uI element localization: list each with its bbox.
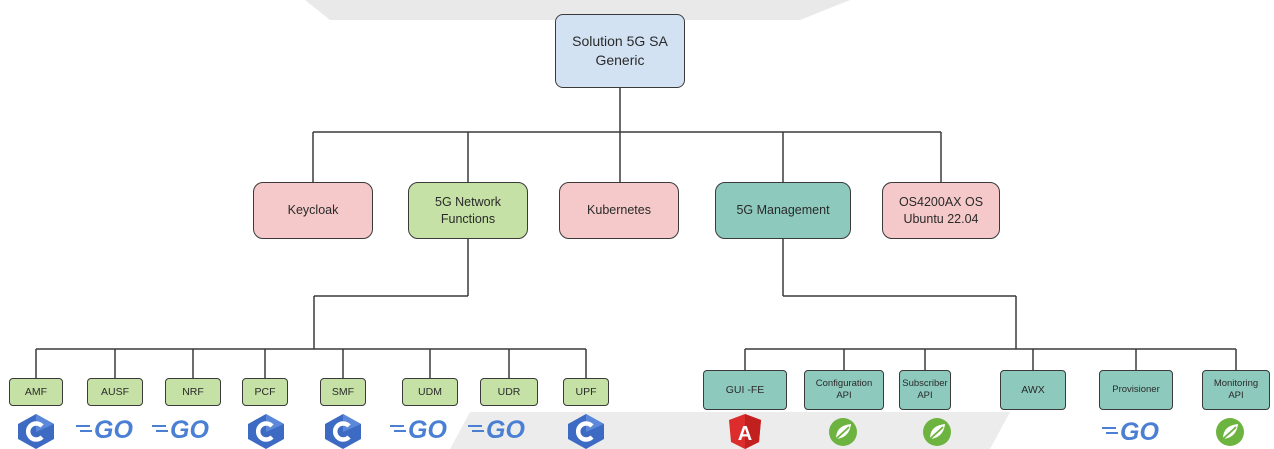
keycloak-label: Keycloak xyxy=(287,203,339,218)
mgmt-leaf-label-line-1: Configuration xyxy=(815,378,873,390)
management-node: 5G Management xyxy=(715,182,851,239)
nf-leaf-label: AMF xyxy=(24,385,48,398)
mgmt-leaf-subscriber-api: Subscriber API xyxy=(899,370,951,410)
nf-leaf-label: UDM xyxy=(418,385,442,398)
network-functions-node: 5G Network Functions xyxy=(408,182,528,239)
nf-leaf-smf: SMF xyxy=(320,378,366,406)
nf-leaf-label: PCF xyxy=(254,385,276,398)
go-logo-text: GO xyxy=(1120,418,1159,446)
go-logo-text: GO xyxy=(486,416,525,444)
root-label-line-2: Generic xyxy=(595,52,645,68)
mgmt-leaf-label-line-2: API xyxy=(1228,390,1244,401)
angular-icon: A xyxy=(729,414,761,449)
spring-icon xyxy=(1216,418,1244,446)
nf-leaf-amf: AMF xyxy=(9,378,63,406)
mgmt-leaf-label: Provisioner xyxy=(1112,384,1160,396)
network-functions-label-line-1: 5G Network xyxy=(435,194,501,209)
nf-leaf-udm: UDM xyxy=(402,378,458,406)
nf-leaf-label: NRF xyxy=(182,385,204,398)
mgmt-leaf-provisioner: Provisioner xyxy=(1099,370,1173,410)
tree-connectors xyxy=(35,88,1237,378)
go-language-icon: GO xyxy=(1102,418,1159,446)
mgmt-leaf-configuration-api: Configuration API xyxy=(804,370,884,410)
nf-leaf-pcf: PCF xyxy=(242,378,288,406)
nf-leaf-nrf: NRF xyxy=(165,378,221,406)
management-label: 5G Management xyxy=(736,203,830,218)
network-functions-label-line-2: Functions xyxy=(440,211,496,226)
nf-leaf-label: UDR xyxy=(497,385,521,398)
mgmt-leaf-label: AWX xyxy=(1021,383,1045,396)
mgmt-leaf-label-line-1: Subscriber xyxy=(902,378,948,390)
mgmt-leaf-label-line-2: API xyxy=(917,390,933,401)
nf-leaf-udr: UDR xyxy=(480,378,538,406)
os-label-line-1: OS4200AX OS xyxy=(898,194,984,209)
kubernetes-node: Kubernetes xyxy=(559,182,679,239)
mgmt-leaf-gui-fe: GUI -FE xyxy=(703,370,787,410)
c-language-icon xyxy=(325,414,361,449)
go-language-icon: GO xyxy=(390,416,447,444)
mgmt-leaf-monitoring-api: Monitoring API xyxy=(1202,370,1270,410)
kubernetes-label: Kubernetes xyxy=(587,203,651,218)
mgmt-leaf-label: GUI -FE xyxy=(725,383,765,396)
root-label-line-1: Solution 5G SA xyxy=(572,33,668,50)
c-language-icon xyxy=(248,414,284,449)
go-logo-text: GO xyxy=(94,416,133,444)
nf-leaf-upf: UPF xyxy=(563,378,609,406)
nf-leaf-ausf: AUSF xyxy=(87,378,143,406)
os-node: OS4200AX OS Ubuntu 22.04 xyxy=(882,182,1000,239)
keycloak-node: Keycloak xyxy=(253,182,373,239)
root-node: Solution 5G SA Generic xyxy=(555,14,685,88)
c-language-icon xyxy=(18,414,54,449)
go-language-icon: GO xyxy=(76,416,133,444)
spring-icon xyxy=(923,418,951,446)
decor-top-band xyxy=(305,0,850,20)
spring-icon xyxy=(829,418,857,446)
angular-logo-text: A xyxy=(738,423,752,445)
os-label-line-2: Ubuntu 22.04 xyxy=(903,211,979,226)
nf-leaf-label: AUSF xyxy=(100,385,129,398)
nf-leaf-label: UPF xyxy=(575,385,597,398)
mgmt-leaf-label-line-2: API xyxy=(836,390,852,401)
go-logo-text: GO xyxy=(170,416,209,444)
nf-leaf-label: SMF xyxy=(331,385,355,398)
go-logo-text: GO xyxy=(408,416,447,444)
go-language-icon: GO xyxy=(152,416,209,444)
mgmt-leaf-label-line-1: Monitoring xyxy=(1213,378,1259,390)
go-language-icon: GO xyxy=(468,416,525,444)
c-language-icon xyxy=(568,414,604,449)
mgmt-leaf-awx: AWX xyxy=(1000,370,1066,410)
